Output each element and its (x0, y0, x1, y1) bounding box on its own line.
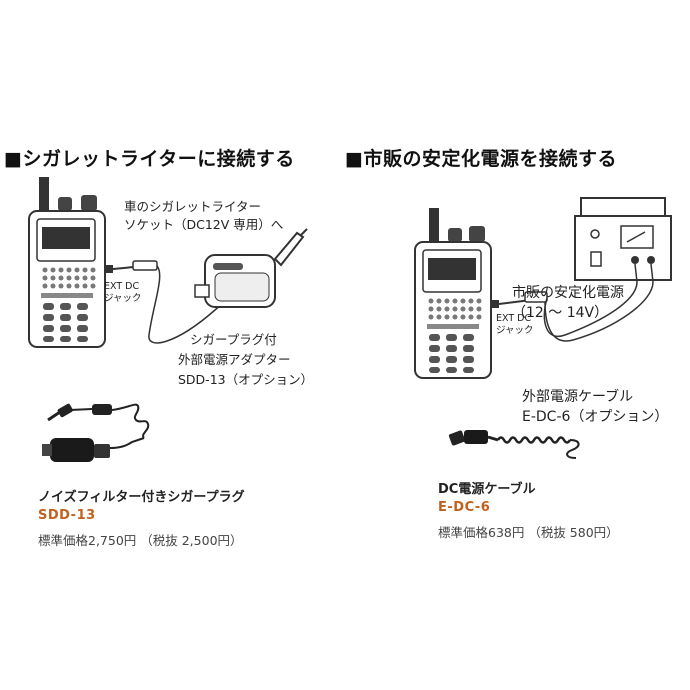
sdd13-product-image (42, 403, 150, 462)
right-connection-illustration (414, 197, 672, 379)
sdd13-price: 標準価格2,750円 （税抜 2,500円） (38, 533, 243, 548)
sdd13-product-code: SDD-13 (38, 508, 96, 523)
psu-label-line2: （12 ～ 14V） (512, 305, 609, 321)
left-section-heading: ■シガレットライターに接続する (4, 148, 295, 170)
adapter-label-line2: 外部電源アダプター (178, 352, 291, 367)
adapter-label-line1: シガープラグ付 (190, 332, 277, 347)
right-section-heading: ■市販の安定化電源を接続する (345, 148, 617, 170)
sdd13-product-name: ノイズフィルター付きシガープラグ (38, 490, 245, 505)
edc6-product-image (448, 430, 580, 459)
socket-label-line1: 車のシガレットライター (124, 199, 262, 214)
edc6-product-name: DC電源ケーブル (438, 482, 536, 497)
left-jack-label-line1: EXT DC (104, 281, 140, 292)
left-connection-illustration (28, 177, 308, 348)
cable-label-line2: E-DC-6（オプション） (522, 409, 669, 425)
cable-label-line1: 外部電源ケーブル (522, 389, 634, 405)
right-jack-label-line1: EXT DC (496, 313, 532, 324)
adapter-label-line3: SDD-13（オプション） (178, 372, 314, 387)
edc6-price: 標準価格638円 （税抜 580円） (438, 525, 619, 540)
left-jack-label-line2: ジャック (104, 293, 142, 304)
socket-label-line2: ソケット（DC12V 専用）へ (124, 217, 284, 232)
psu-label-line1: 市販の安定化電源 (512, 285, 624, 301)
right-jack-label-line2: ジャック (496, 325, 534, 336)
edc6-product-code: E-DC-6 (438, 500, 491, 515)
